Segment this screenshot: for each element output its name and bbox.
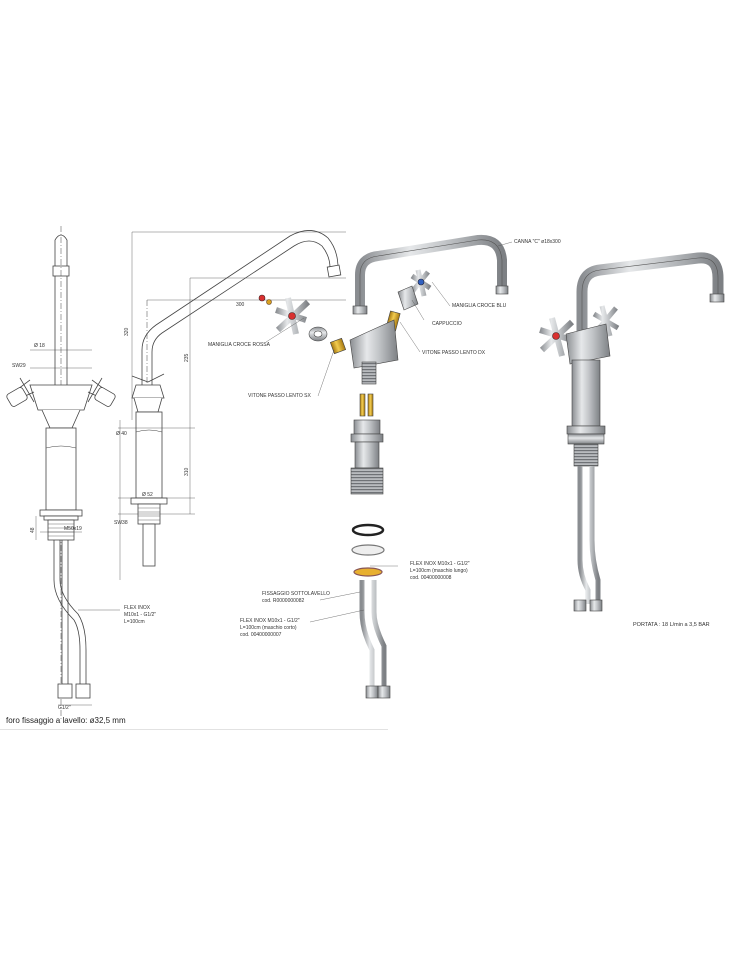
label-flex-lungo-3: cod. 00400000008 [410, 575, 452, 581]
dim-sw38: SW38 [114, 520, 128, 526]
dim-diameter-40: Ø 40 [116, 431, 127, 437]
dim-320: 320 [124, 327, 130, 336]
sink-hole-note: foro fissaggio a lavello: ø32,5 mm [6, 716, 126, 725]
label-cappuccio: CAPPUCCIO [432, 321, 462, 327]
dim-300: 300 [236, 302, 245, 308]
flex-inox-side-label-2: M10x1 - G1/2" [124, 612, 157, 618]
label-flex-corto-1: FLEX INOX M10x1 - G1/2" [240, 618, 300, 624]
label-maniglia-croce-rossa: MANIGLIA CROCE ROSSA [208, 342, 270, 348]
label-flex-corto-2: L=100cm (maschio corto) [240, 625, 297, 631]
dim-235: 235 [184, 353, 190, 362]
assembled-view [539, 252, 725, 612]
exploded-view [258, 234, 513, 699]
dim-310: 310 [184, 467, 190, 476]
label-vitone-sx: VITONE PASSO LENTO SX [248, 393, 311, 399]
label-flex-corto-3: cod. 00400000007 [240, 632, 282, 638]
dim-diameter-52: Ø 52 [142, 492, 153, 498]
label-flex-lungo-1: FLEX INOX M10x1 - G1/2" [410, 561, 470, 567]
dim-g12: G1/2" [58, 705, 71, 711]
dim-48: 48 [30, 527, 36, 533]
footer-divider [0, 729, 388, 730]
label-flex-lungo-2: L=100cm (maschio lungo) [410, 568, 468, 574]
side-view-drawing [118, 230, 346, 580]
flow-rate-note: PORTATA : 18 L/min a 3,5 BAR [633, 622, 710, 628]
label-fissaggio-1: FISSAGGIO SOTTOLAVELLO [262, 591, 330, 597]
flex-inox-side-label-3: L=100cm [124, 619, 145, 625]
flex-inox-side-label-1: FLEX INOX [124, 605, 151, 611]
front-view-drawing [6, 226, 120, 720]
dim-diameter-18: Ø 18 [34, 343, 45, 349]
dim-m50x19: M50x19 [64, 526, 82, 532]
red-handle-part [275, 297, 311, 335]
label-canna-c: CANNA "C" ø18x300 [514, 239, 561, 245]
label-fissaggio-2: cod. R0000000082 [262, 598, 305, 604]
blue-handle-part [410, 269, 432, 297]
label-vitone-dx: VITONE PASSO LENTO DX [422, 350, 486, 356]
label-maniglia-croce-blu: MANIGLIA CROCE BLU [452, 303, 507, 309]
dim-sw29: SW29 [12, 363, 26, 369]
